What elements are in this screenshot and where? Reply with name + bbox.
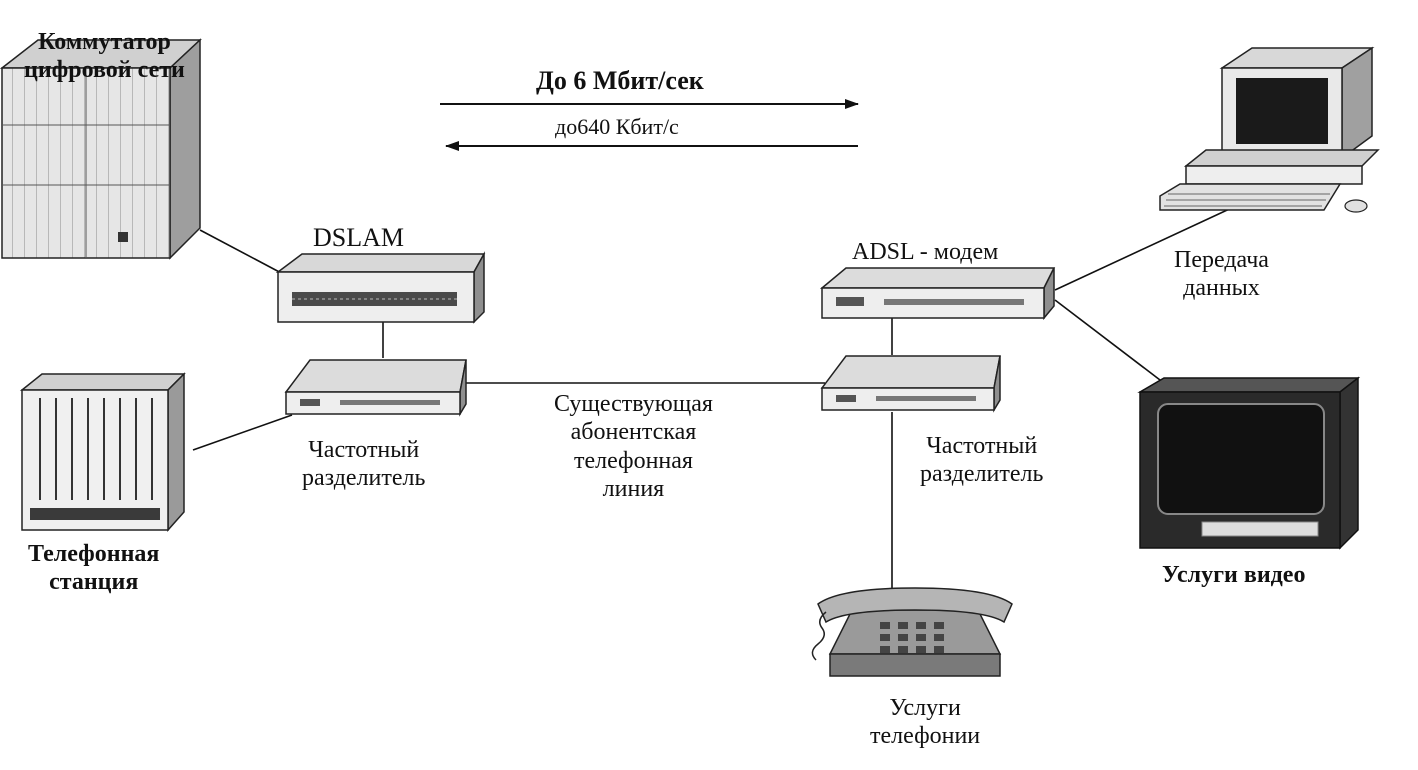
dslam-label: DSLAM — [313, 223, 405, 252]
telephony-services-label-line2: телефонии — [870, 723, 981, 750]
subscriber-line-label-line3: телефонная — [573, 447, 693, 474]
switch-label-line2: цифровой сети — [24, 57, 185, 84]
telephone-exchange-icon — [19, 372, 186, 532]
data-transfer-label-line2: данных — [1183, 275, 1260, 302]
adsl-modem-icon — [819, 267, 1056, 321]
splitter-left-icon — [284, 359, 467, 417]
television-icon — [1137, 376, 1361, 550]
telephony-services-label-line1: Услуги — [889, 695, 961, 721]
exchange-label: Телефонная станция — [28, 540, 159, 597]
link-modem-computer — [1054, 204, 1239, 291]
video-services-label: Услуги видео — [1162, 562, 1306, 588]
splitter-right-label-line2: разделитель — [920, 461, 1044, 488]
subscriber-line-label-line4: линия — [602, 475, 665, 502]
splitter-left-label: Частотный разделитель — [302, 436, 425, 493]
switch-cabinet-icon — [0, 38, 202, 260]
switch-label-line1: Коммутатор — [38, 29, 171, 55]
subscriber-line-label-line1: Существующая — [554, 391, 713, 417]
modem-label: ADSL - модем — [852, 239, 999, 265]
link-modem-tv — [1054, 299, 1161, 381]
data-transfer-label: Передача данных — [1174, 246, 1269, 303]
exchange-label-line1: Телефонная — [28, 541, 160, 567]
telephone-icon — [811, 587, 1013, 677]
subscriber-line-label: Существующая абонентская телефонная лини… — [554, 390, 713, 503]
link-switch-dslam — [199, 229, 286, 276]
splitter-right-label: Частотный разделитель — [920, 432, 1043, 489]
telephony-services-label: Услуги телефонии — [870, 694, 980, 751]
splitter-left-label-line1: Частотный — [308, 437, 420, 463]
downstream-speed-label: До 6 Мбит/сек — [536, 66, 704, 95]
computer-icon — [1159, 46, 1380, 213]
exchange-label-line2: станция — [49, 569, 139, 596]
link-exchange-splitter — [192, 414, 293, 451]
connection-lines — [192, 204, 1239, 590]
subscriber-line-label-line2: абонентская — [570, 419, 697, 446]
upstream-speed-label: до640 Кбит/с — [555, 114, 679, 139]
splitter-left-label-line2: разделитель — [302, 465, 426, 492]
splitter-right-label-line1: Частотный — [926, 433, 1038, 459]
splitter-right-icon — [820, 355, 1001, 413]
dslam-device-icon — [275, 251, 486, 324]
switch-label: Коммутатор цифровой сети — [24, 28, 185, 85]
data-transfer-label-line1: Передача — [1174, 247, 1269, 273]
